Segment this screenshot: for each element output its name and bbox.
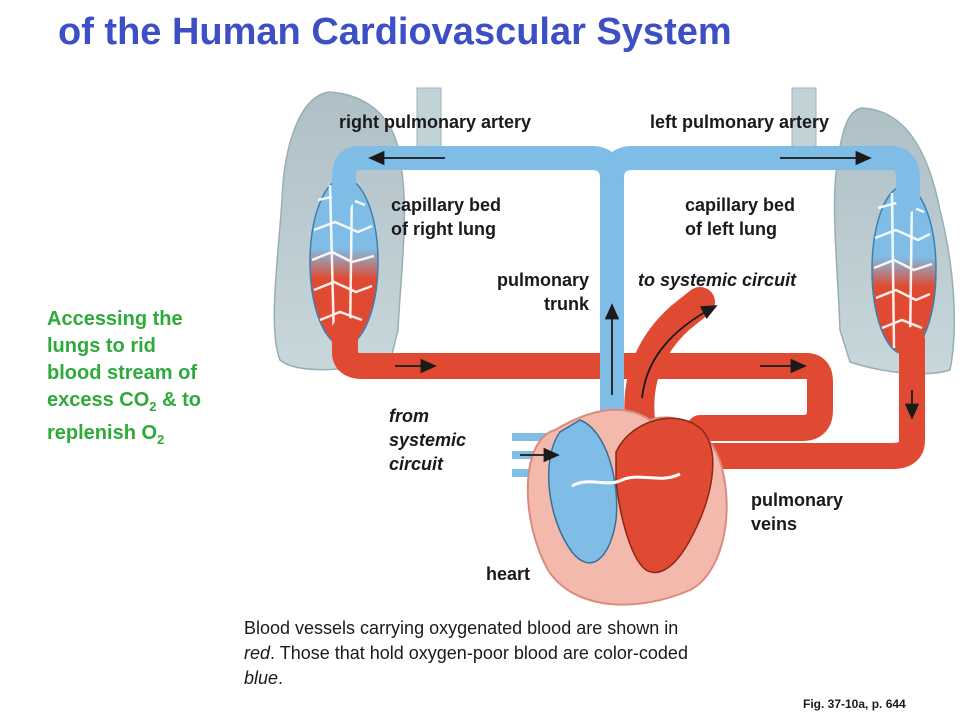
trachea (416, 87, 817, 159)
left-pulmonary-artery-label: left pulmonary artery (650, 112, 830, 132)
pulmonary-veins-label: pulmonary veins (751, 490, 844, 534)
flow-arrows (368, 150, 920, 463)
figure-caption: Blood vessels carrying oxygenated blood … (244, 618, 688, 688)
capillary-bed-right-lung-label: capillary bed of right lung (391, 195, 502, 239)
pulmonary-veins (332, 317, 925, 469)
pulmonary-arteries (332, 146, 920, 432)
right-pulmonary-artery-label: right pulmonary artery (339, 112, 532, 132)
heart (526, 408, 728, 606)
page-title: of the Human Cardiovascular System (58, 11, 732, 53)
side-description: Accessing the lungs to rid blood stream … (47, 308, 201, 447)
pulmonary-trunk-label: pulmonary trunk (496, 270, 589, 314)
from-systemic-circuit-label: from systemic circuit (389, 406, 467, 474)
to-systemic-circuit-label: to systemic circuit (638, 270, 797, 290)
aorta (624, 287, 715, 435)
capillary-bed-left-lung-label: capillary bed of left lung (685, 195, 796, 239)
heart-label: heart (486, 564, 531, 584)
figure-reference: Fig. 37-10a, p. 644 (803, 697, 906, 711)
capillary-bed-right-lung (309, 177, 379, 347)
